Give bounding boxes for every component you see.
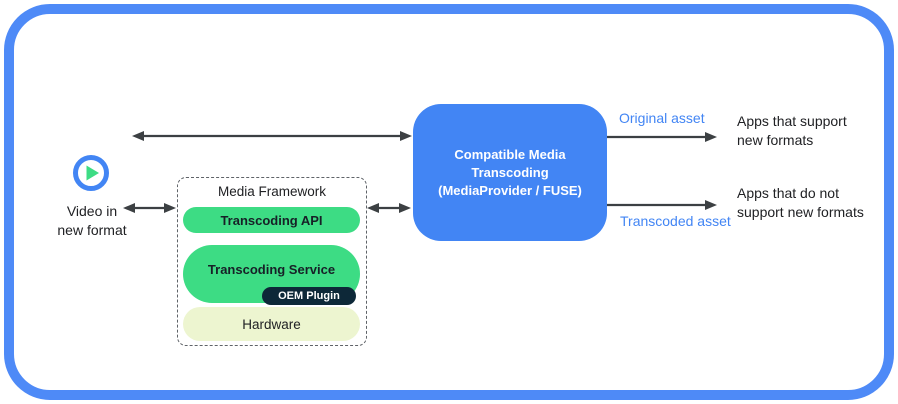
transcoding-api-pill: Transcoding API xyxy=(183,207,360,233)
transcoding-service-label: Transcoding Service xyxy=(207,262,336,277)
hardware-pill: Hardware xyxy=(183,307,360,341)
transcoding-api-label: Transcoding API xyxy=(220,212,323,228)
source-video-label: Video in new format xyxy=(57,203,127,238)
transcoder-line-1: Compatible Media xyxy=(454,146,566,162)
original-asset-label: Original asset xyxy=(619,110,705,126)
hardware-label: Hardware xyxy=(242,316,301,332)
compatible-media-transcoding-box: Compatible Media Transcoding (MediaProvi… xyxy=(413,104,607,241)
apps-no-support-label: Apps that do not support new formats xyxy=(737,185,864,220)
play-icon xyxy=(73,155,109,191)
transcoder-line-2: Transcoding xyxy=(471,164,549,180)
oem-plugin-pill: OEM Plugin xyxy=(262,287,356,305)
media-framework-title: Media Framework xyxy=(217,184,327,199)
media-framework-box: Media Framework Transcoding API Transcod… xyxy=(177,177,367,346)
apps-support-label: Apps that support new formats xyxy=(737,113,847,148)
transcoded-asset-label: Transcoded asset xyxy=(620,213,731,229)
transcoder-line-3: (MediaProvider / FUSE) xyxy=(438,182,582,198)
oem-plugin-label: OEM Plugin xyxy=(278,290,340,302)
